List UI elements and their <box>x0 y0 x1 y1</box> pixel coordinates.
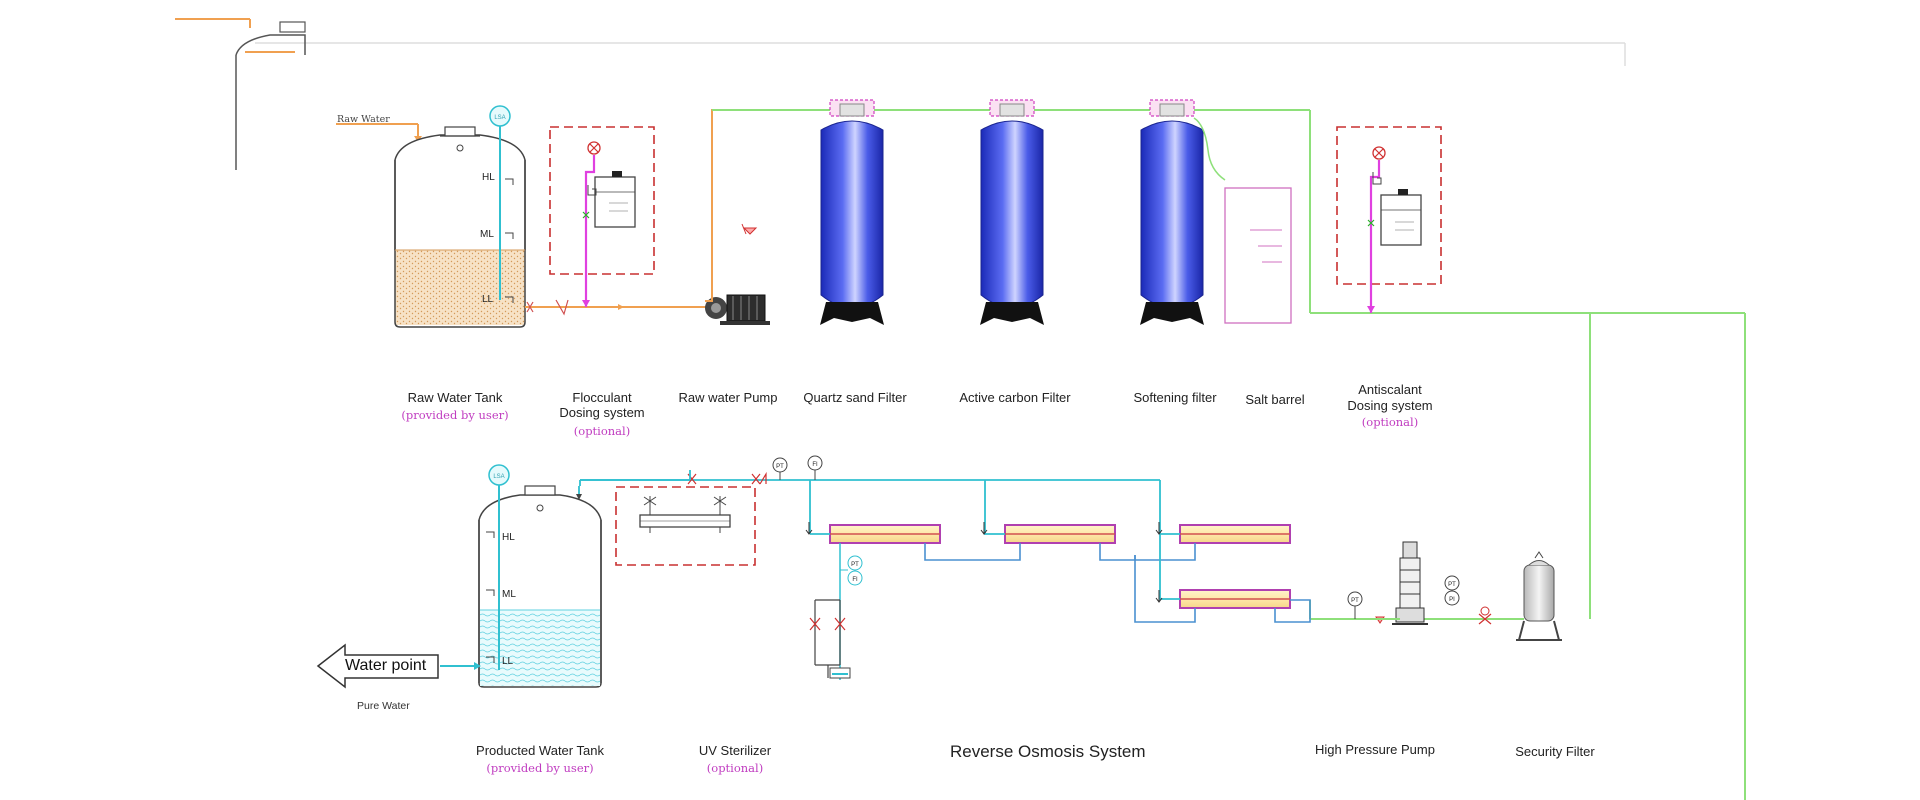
water-point-arrow <box>316 643 439 689</box>
pump-discharge-pipe <box>705 109 822 302</box>
antiscalant-note: (optional) <box>1361 415 1419 429</box>
quartz-sand-filter-label: Quartz sand Filter <box>803 390 907 405</box>
uv-sterilizer-label: UV Sterilizer <box>698 743 772 758</box>
permeate-fi-tag: FI <box>812 462 818 468</box>
producted-water-tank-label: Producted Water Tank <box>476 743 604 758</box>
salt-barrel-label: Salt barrel <box>1245 392 1305 407</box>
security-filter <box>1516 551 1562 641</box>
product-tank-ml-tag: ML <box>502 589 516 600</box>
hp-discharge-gauge <box>1347 591 1363 619</box>
security-filter-label: Security Filter <box>1515 744 1595 759</box>
ro-system-label: Reverse Osmosis System <box>950 742 1146 761</box>
hp-gauge-pi: PI <box>1449 597 1455 603</box>
hp-discharge-gauge-tag: PT <box>1351 598 1359 604</box>
ro-membrane-2 <box>1004 524 1116 544</box>
active-carbon-filter-label: Active carbon Filter <box>959 390 1071 405</box>
pure-water-label: Pure Water <box>357 700 410 712</box>
raw-water-tank-label: Raw Water Tank <box>407 390 503 405</box>
producted-water-tank: LSA <box>478 464 602 688</box>
antiscalant-label-line2: Dosing system <box>1347 398 1433 413</box>
raw-water-pump-label: Raw water Pump <box>678 390 778 405</box>
permeate-valves <box>687 471 767 485</box>
diagram-frame <box>255 42 1626 66</box>
hp-suction-valve <box>1478 606 1492 625</box>
product-tank-hl-tag: HL <box>502 532 515 543</box>
concentrate-outlet-branch <box>809 543 863 680</box>
raw-tank-hl-tag: HL <box>482 172 495 183</box>
raw-water-tank: LSA <box>336 105 526 328</box>
uv-sterilizer-note: (optional) <box>706 761 764 775</box>
raw-tank-ll-tag: LL <box>482 294 494 305</box>
high-pressure-pump-label: High Pressure Pump <box>1315 742 1435 757</box>
salt-barrel <box>1224 187 1292 324</box>
product-outlet-line <box>440 662 481 670</box>
antiscalant-label-line1: Antiscalant <box>1358 382 1422 397</box>
raw-tank-ml-tag: ML <box>480 229 494 240</box>
high-pressure-pump <box>1310 541 1428 625</box>
softening-filter <box>1140 99 1226 325</box>
raw-water-pump <box>705 294 770 325</box>
svg-text:LSA: LSA <box>494 115 505 121</box>
permeate-instruments <box>772 455 823 480</box>
antiscalant-dosing-system <box>1336 126 1442 313</box>
flocculant-label-line2: Dosing system <box>559 405 645 420</box>
water-point-label: Water point <box>345 657 427 674</box>
active-carbon-filter <box>980 99 1044 325</box>
svg-text:LSA: LSA <box>493 474 504 480</box>
uv-bypass-line <box>580 470 691 481</box>
outlet-fi-tag: FI <box>852 577 858 583</box>
producted-water-tank-note: (provided by user) <box>486 761 594 775</box>
outlet-pt-tag: PT <box>851 562 859 568</box>
raw-outlet-valves <box>526 299 624 316</box>
flocculant-label-line1: Flocculant <box>572 390 632 405</box>
concentrate-lines <box>924 543 1311 623</box>
raw-water-tank-note: (provided by user) <box>401 408 509 422</box>
ro-membrane-4 <box>1179 589 1291 609</box>
check-valve-mid <box>741 223 758 235</box>
quartz-sand-filter <box>820 99 884 325</box>
partial-tank-fragment <box>175 18 306 170</box>
hp-gauge-pt: PT <box>1448 582 1456 588</box>
ro-membrane-3 <box>1179 524 1291 544</box>
hp-gauges <box>1444 575 1460 606</box>
ro-membrane-1 <box>829 524 941 544</box>
permeate-pt-tag: PT <box>776 464 784 470</box>
uv-sterilizer <box>615 486 756 566</box>
raw-water-input-label: Raw Water <box>337 114 390 125</box>
flocculant-dosing-system <box>549 126 655 307</box>
permeate-check-valves <box>805 522 1163 603</box>
product-tank-ll-tag: LL <box>502 656 514 667</box>
flocculant-note: (optional) <box>573 424 631 438</box>
softening-filter-label: Softening filter <box>1133 390 1217 405</box>
